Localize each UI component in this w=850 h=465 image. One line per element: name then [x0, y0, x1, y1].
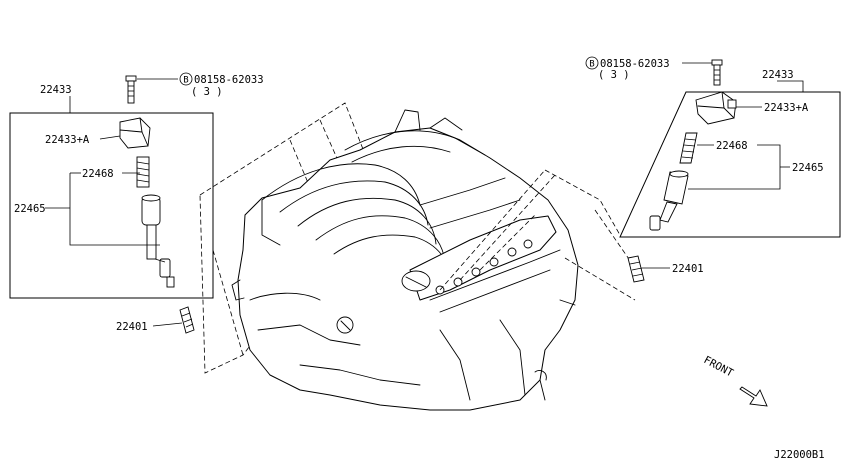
label-bolt-right: 08158-62033	[600, 58, 670, 70]
label-left-22468: 22468	[82, 168, 114, 180]
label-right-22433a: 22433+A	[764, 102, 809, 114]
right-coil-tube	[649, 170, 689, 231]
label-left-22433a: 22433+A	[45, 134, 90, 146]
leader-right-22433	[777, 80, 804, 92]
right-assembly-box	[619, 91, 841, 238]
front-label: FRONT	[702, 354, 736, 380]
label-right-22401: 22401	[672, 263, 704, 275]
left-bolt	[125, 75, 137, 104]
label-right-22433: 22433	[762, 69, 794, 81]
bracket-left-22465	[69, 173, 160, 246]
front-indicator: FRONT	[702, 354, 768, 407]
right-spark-plug	[627, 255, 645, 283]
label-right-22468: 22468	[716, 140, 748, 152]
left-spark-plug	[179, 306, 195, 334]
label-left-22465: 22465	[14, 203, 46, 215]
bolt-circle-letter-right: B	[589, 60, 594, 70]
label-right-22465: 22465	[792, 162, 824, 174]
bolt-circle-letter-left: B	[183, 76, 188, 86]
label-bolt-left-qty: ( 3 )	[191, 86, 223, 98]
bolt-circle-right	[585, 56, 599, 70]
label-bolt-left: 08158-62033	[194, 74, 264, 86]
right-bolt	[711, 59, 723, 86]
left-spring	[136, 156, 150, 188]
right-assembly: B 08158-62033 ( 3 )	[585, 56, 841, 283]
left-assembly: B 08158-62033 ( 3 )	[9, 72, 264, 334]
leader-left-22433a	[99, 135, 121, 140]
engine-illustration	[231, 109, 579, 411]
right-ignition-coil-head	[695, 91, 737, 125]
bolt-circle-left	[179, 72, 193, 86]
diagram-code: J22000B1	[774, 449, 825, 461]
left-coil-tube	[141, 194, 175, 288]
label-left-22401: 22401	[116, 321, 148, 333]
right-spring	[679, 132, 698, 164]
front-arrow-icon	[739, 386, 768, 407]
label-left-22433: 22433	[40, 84, 72, 96]
left-ignition-coil-head	[119, 117, 151, 149]
leader-left-22401	[152, 322, 183, 327]
label-bolt-right-qty: ( 3 )	[598, 69, 630, 81]
left-assembly-box	[9, 112, 214, 299]
